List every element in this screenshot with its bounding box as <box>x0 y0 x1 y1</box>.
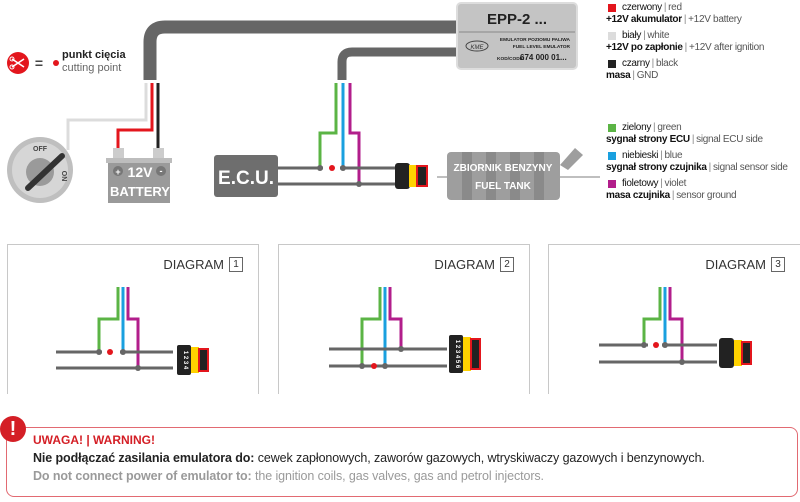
fuel-tank: ZBIORNIK BENZYNY FUEL TANK <box>437 148 600 200</box>
warning-title: UWAGA! | WARNING! <box>33 433 156 447</box>
legend-power: czerwony|red +12V akumulator|+12V batter… <box>606 2 800 82</box>
ignition-on-label: ON <box>60 171 67 182</box>
ignition-key-icon <box>25 153 65 191</box>
equals-sign: = <box>35 55 43 71</box>
blue-swatch <box>608 152 616 160</box>
ecu-label: E.C.U. <box>218 168 274 189</box>
ignition-switch: OFF ON <box>7 137 73 203</box>
legend-item-violet: fioletowy|violet masa czujnika|sensor gr… <box>606 178 737 201</box>
battery-label: BATTERY <box>110 184 170 199</box>
green-swatch <box>608 124 616 132</box>
warning-text-en: Do not connect power of emulator to: the… <box>33 469 544 483</box>
emulator-model: EPP-2 ... <box>487 11 547 28</box>
kme-logo: KME <box>470 45 484 51</box>
emulator-code-value: 674 000 01... <box>520 53 567 62</box>
white-swatch <box>608 32 616 40</box>
legend-signal: zielony|green sygnał strony ECU|signal E… <box>606 122 800 202</box>
legend-item-blue: niebieski|blue sygnał strony czujnika|si… <box>606 150 788 173</box>
main-wiring-diagram: E.C.U. ZBIORNIK BENZYNY FUEL TANK + - 12… <box>7 2 600 203</box>
junction-blue <box>340 165 346 171</box>
diagram-number-1: 1 <box>229 257 243 272</box>
violet-wire <box>348 83 361 184</box>
fuel-tank-label-en: FUEL TANK <box>475 181 532 192</box>
emulator-code-label: KOD/CODE: <box>497 56 525 62</box>
warning-box <box>6 427 798 497</box>
violet-swatch <box>608 180 616 188</box>
diagram-1-wiring: 1 2 3 4 <box>56 287 209 375</box>
connector-pins-1: 1 2 3 4 <box>182 351 188 370</box>
junction-green <box>317 165 323 171</box>
connector <box>395 163 428 189</box>
ecu-box: E.C.U. <box>214 155 278 197</box>
red-wire <box>116 83 154 148</box>
junction-violet <box>356 181 362 187</box>
cut-dot-icon <box>53 60 59 66</box>
green-wire <box>318 83 338 168</box>
white-wire <box>66 83 148 150</box>
ignition-off-label: OFF <box>33 146 48 153</box>
legend-item-black: czarny|black masa|GND <box>606 58 678 81</box>
warning-text-pl: Nie podłączać zasilania emulatora do: ce… <box>33 451 705 465</box>
emulator-line1: EMULATOR POZIOMU PALIWA <box>500 37 571 43</box>
legend-item-red: czerwony|red +12V akumulator|+12V batter… <box>606 2 742 25</box>
black-swatch <box>608 60 616 68</box>
legend-item-white: biały|white +12V po zapłonie|+12V after … <box>606 30 765 53</box>
diagram-3-wiring <box>599 287 752 368</box>
power-cable-bundle <box>143 20 460 80</box>
cutting-point-label-en: cutting point <box>62 62 122 74</box>
emulator-box: EPP-2 ... KME EMULATOR POZIOMU PALIWA FU… <box>456 2 578 70</box>
fuel-tank-label-pl: ZBIORNIK BENZYNY <box>454 163 553 174</box>
red-swatch <box>608 4 616 12</box>
signal-cable-bundle <box>337 47 460 80</box>
battery-plus-icon: + <box>115 167 120 177</box>
diagram-number-3: 3 <box>771 257 785 272</box>
diagram-2-wiring: 1 2 3 4 5 6 <box>329 287 481 373</box>
battery-voltage: 12V <box>128 164 154 180</box>
cutting-point-legend: = <box>7 52 59 74</box>
battery: + - 12V BATTERY <box>106 148 172 203</box>
cutting-point-label-pl: punkt cięcia <box>62 49 126 61</box>
cutting-point-text: punkt cięcia cutting point <box>62 49 126 75</box>
battery-minus-icon: - <box>160 166 163 176</box>
diagram-number-2: 2 <box>500 257 514 272</box>
connector-pins-2: 1 2 3 4 5 6 <box>454 340 460 369</box>
legend-item-green: zielony|green sygnał strony ECU|signal E… <box>606 122 763 145</box>
warning-icon: ! <box>0 416 26 442</box>
cutting-point-marker <box>329 165 335 171</box>
emulator-line2: FUEL LEVEL EMULATOR <box>513 44 571 50</box>
